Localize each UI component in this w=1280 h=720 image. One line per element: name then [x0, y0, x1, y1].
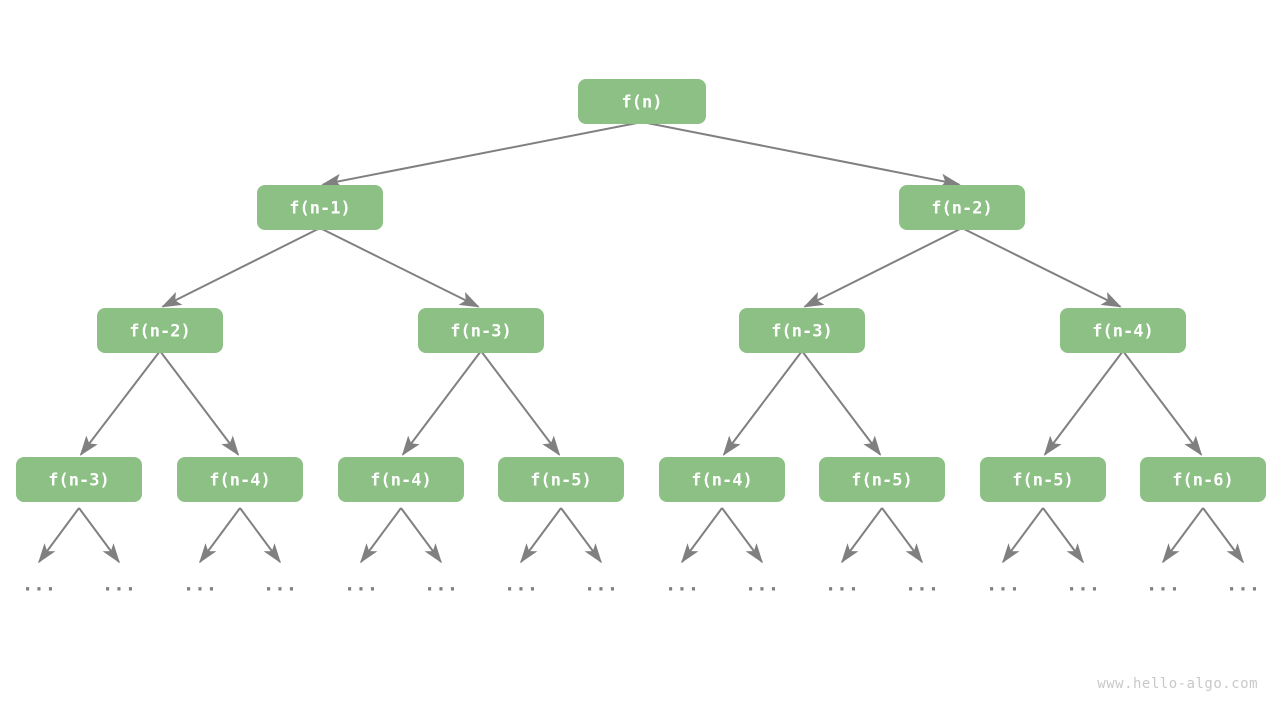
ellipsis-label: ...	[584, 574, 618, 596]
leaf-edge	[841, 507, 883, 564]
tree-edge	[641, 121, 961, 188]
tree-node-box[interactable]	[659, 457, 785, 502]
tree-edge	[1122, 350, 1203, 456]
tree-node-box[interactable]	[578, 79, 706, 124]
ellipsis-label: ...	[665, 574, 699, 596]
ellipsis-label: ...	[424, 574, 458, 596]
edge-layer	[79, 121, 1203, 456]
tree-node-label: f(n-4)	[1092, 322, 1153, 342]
tree-node-box[interactable]	[257, 185, 383, 230]
tree-node-label: f(n-1)	[289, 199, 350, 219]
tree-node[interactable]: f(n-1)	[257, 185, 383, 230]
tree-node-box[interactable]	[980, 457, 1106, 502]
tree-node-label: f(n-2)	[931, 199, 992, 219]
node-layer: f(n) f(n-1) f(n-2) f(n-2) f(n-3) f(n-3) f(n-4)…	[16, 79, 1266, 502]
leaf-edge	[78, 507, 120, 564]
tree-edge	[801, 350, 882, 456]
tree-node-box[interactable]	[418, 308, 544, 353]
tree-node-label: f(n-5)	[851, 471, 912, 491]
tree-node[interactable]: f(n-4)	[1060, 308, 1186, 353]
ellipsis-label: ...	[745, 574, 779, 596]
leaf-edge	[400, 507, 442, 564]
ellipsis-label: ...	[1226, 574, 1260, 596]
tree-node-box[interactable]	[1140, 457, 1266, 502]
tree-node-box[interactable]	[819, 457, 945, 502]
tree-node[interactable]: f(n-4)	[338, 457, 464, 502]
ellipsis-label: ...	[1066, 574, 1100, 596]
tree-edge	[480, 350, 561, 456]
ellipsis-label: ...	[986, 574, 1020, 596]
ellipsis-label: ...	[183, 574, 217, 596]
leaf-edge	[38, 507, 80, 564]
tree-node-label: f(n-4)	[370, 471, 431, 491]
tree-node-box[interactable]	[498, 457, 624, 502]
tree-edge	[321, 121, 643, 188]
ellipsis-label: ...	[504, 574, 538, 596]
ellipsis-label: ...	[263, 574, 297, 596]
ellipsis-label: ...	[22, 574, 56, 596]
leaf-edge	[881, 507, 923, 564]
tree-node[interactable]: f(n-6)	[1140, 457, 1266, 502]
leaf-edge	[560, 507, 602, 564]
tree-edge	[159, 350, 240, 456]
tree-edge	[722, 350, 803, 456]
tree-node[interactable]: f(n-3)	[739, 308, 865, 353]
watermark-label: www.hello-algo.com	[1097, 676, 1258, 692]
leaf-edge	[1202, 507, 1244, 564]
tree-node[interactable]: f(n-2)	[97, 308, 223, 353]
tree-node[interactable]: f(n-3)	[16, 457, 142, 502]
leaf-edge-layer	[38, 507, 1244, 564]
tree-node-label: f(n-4)	[691, 471, 752, 491]
ellipsis-label: ...	[905, 574, 939, 596]
leaf-edge	[721, 507, 763, 564]
leaf-edge	[1162, 507, 1204, 564]
tree-node[interactable]: f(n-2)	[899, 185, 1025, 230]
ellipsis-layer: ........................................…	[22, 574, 1260, 596]
leaf-edge	[1042, 507, 1084, 564]
leaf-edge	[520, 507, 562, 564]
tree-node-label: f(n-3)	[771, 322, 832, 342]
leaf-edge	[1002, 507, 1044, 564]
ellipsis-label: ...	[344, 574, 378, 596]
tree-node[interactable]: f(n)	[578, 79, 706, 124]
tree-node[interactable]: f(n-5)	[498, 457, 624, 502]
tree-node-box[interactable]	[177, 457, 303, 502]
tree-edge	[961, 227, 1122, 308]
tree-node-label: f(n-6)	[1172, 471, 1233, 491]
tree-node-box[interactable]	[16, 457, 142, 502]
tree-edge	[401, 350, 482, 456]
tree-edge	[319, 227, 480, 308]
tree-node-label: f(n-4)	[209, 471, 270, 491]
tree-edge	[161, 227, 321, 308]
tree-node-box[interactable]	[338, 457, 464, 502]
tree-edge	[79, 350, 161, 456]
tree-node-label: f(n-2)	[129, 322, 190, 342]
leaf-edge	[199, 507, 241, 564]
tree-node[interactable]: f(n-5)	[819, 457, 945, 502]
tree-node[interactable]: f(n-4)	[177, 457, 303, 502]
tree-node-box[interactable]	[1060, 308, 1186, 353]
leaf-edge	[360, 507, 402, 564]
tree-node-label: f(n-3)	[450, 322, 511, 342]
ellipsis-label: ...	[1146, 574, 1180, 596]
tree-node-label: f(n-5)	[1012, 471, 1073, 491]
ellipsis-label: ...	[825, 574, 859, 596]
tree-node-box[interactable]	[739, 308, 865, 353]
tree-node-label: f(n-5)	[530, 471, 591, 491]
tree-edge	[1043, 350, 1124, 456]
tree-node[interactable]: f(n-4)	[659, 457, 785, 502]
tree-node[interactable]: f(n-5)	[980, 457, 1106, 502]
tree-edge	[803, 227, 963, 308]
tree-node[interactable]: f(n-3)	[418, 308, 544, 353]
tree-node-box[interactable]	[899, 185, 1025, 230]
tree-node-box[interactable]	[97, 308, 223, 353]
ellipsis-label: ...	[102, 574, 136, 596]
tree-node-label: f(n)	[622, 93, 663, 113]
leaf-edge	[239, 507, 281, 564]
tree-node-label: f(n-3)	[48, 471, 109, 491]
leaf-edge	[681, 507, 723, 564]
